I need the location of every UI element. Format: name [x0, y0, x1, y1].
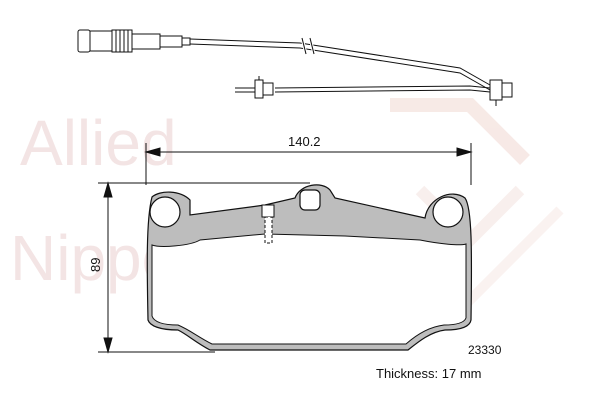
width-dimension	[144, 143, 473, 185]
wire-clip-left	[254, 79, 264, 99]
connector-grip	[111, 29, 133, 53]
wear-sensor-wire	[77, 29, 513, 106]
sensor-pin-slot	[261, 204, 275, 244]
connector-tip	[77, 29, 91, 53]
sensor-head	[489, 79, 503, 101]
width-dimension-label: 140.2	[288, 134, 321, 149]
friction-pad-face	[151, 233, 467, 345]
connector-sleeve	[131, 33, 161, 50]
connector-boot	[159, 35, 183, 48]
height-dimension	[98, 181, 310, 354]
watermark-line1: Allied	[20, 107, 177, 179]
part-number: 23330	[468, 343, 502, 357]
thickness-label: Thickness: 17 mm	[376, 366, 482, 381]
height-dimension-label: 89	[88, 258, 103, 272]
center-tab-hole	[299, 189, 321, 211]
mounting-hole-right	[432, 196, 464, 228]
connector-body	[89, 30, 113, 52]
wire-upper	[189, 38, 491, 86]
mounting-hole-left	[149, 196, 181, 228]
